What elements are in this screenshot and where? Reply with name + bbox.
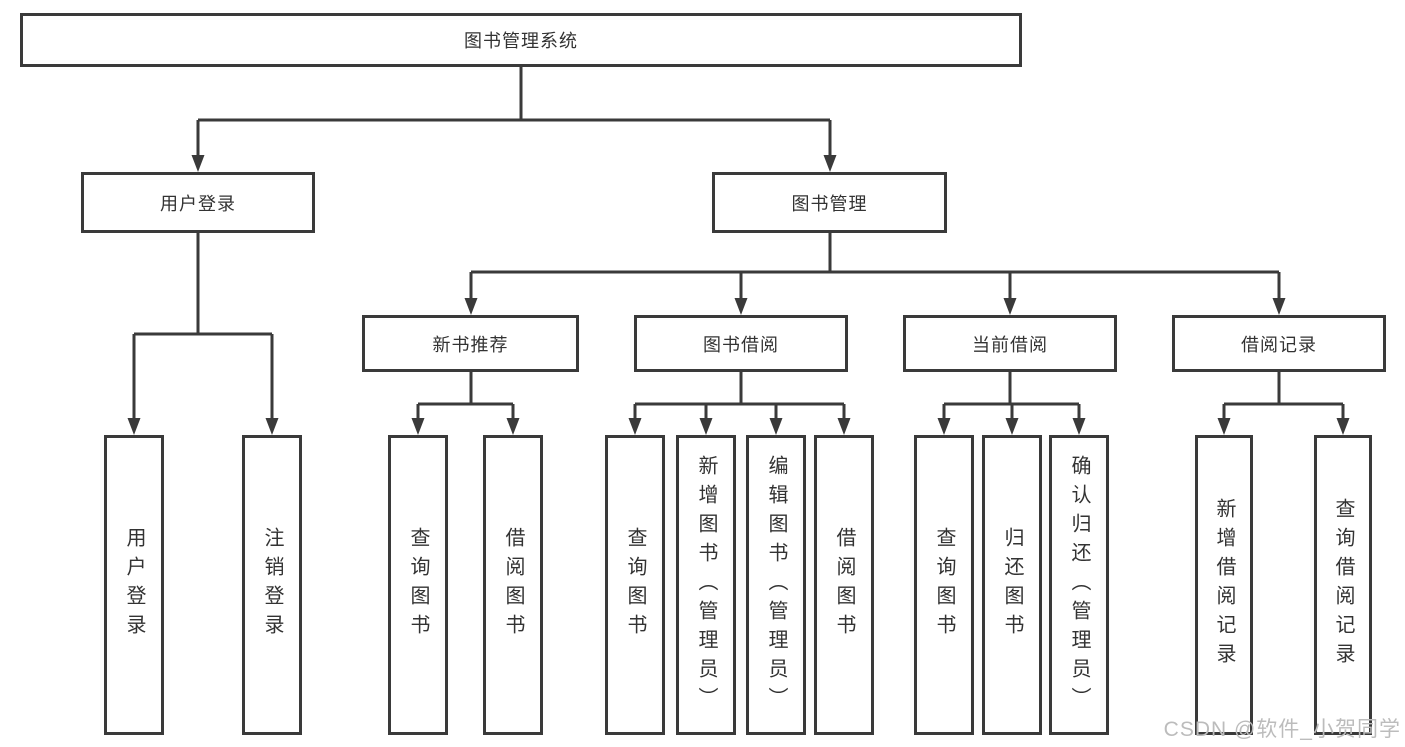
leaf-add-book-admin: 新增图书（管理员）	[676, 435, 736, 735]
node-library-management-system: 图书管理系统	[20, 13, 1022, 67]
node-label: 新书推荐	[432, 334, 509, 355]
node-label: 归还图书	[1001, 527, 1023, 643]
node-label: 查询借阅记录	[1332, 498, 1354, 672]
node-label: 借阅图书	[833, 527, 855, 643]
node-current-borrow: 当前借阅	[903, 315, 1117, 372]
node-book-borrow: 图书借阅	[634, 315, 848, 372]
node-label: 编辑图书（管理员）	[765, 454, 787, 716]
leaf-user-login: 用户登录	[104, 435, 164, 735]
node-new-book-recommend: 新书推荐	[362, 315, 579, 372]
node-label: 用户登录	[123, 527, 145, 643]
node-book-management: 图书管理	[712, 172, 947, 233]
csdn-watermark: CSDN @软件_小贺同学	[1163, 718, 1401, 741]
leaf-borrow-books-recommend: 借阅图书	[483, 435, 543, 735]
node-label: 查询图书	[407, 527, 429, 643]
node-label: 用户登录	[160, 193, 236, 214]
node-label: 新增图书（管理员）	[695, 454, 717, 716]
node-label: 确认归还（管理员）	[1068, 454, 1090, 716]
node-borrow-records: 借阅记录	[1172, 315, 1386, 372]
leaf-return-book: 归还图书	[982, 435, 1042, 735]
node-label: 新增借阅记录	[1213, 498, 1235, 672]
leaf-add-borrow-record: 新增借阅记录	[1195, 435, 1253, 735]
leaf-query-books-current: 查询图书	[914, 435, 974, 735]
node-label: 借阅图书	[502, 527, 524, 643]
leaf-query-borrow-record: 查询借阅记录	[1314, 435, 1372, 735]
node-label: 图书借阅	[703, 334, 779, 355]
leaf-borrow-books: 借阅图书	[814, 435, 874, 735]
node-label: 当前借阅	[972, 334, 1048, 355]
node-label: 查询图书	[624, 527, 646, 643]
node-label: 借阅记录	[1241, 334, 1317, 355]
leaf-edit-book-admin: 编辑图书（管理员）	[746, 435, 806, 735]
node-label: 图书管理	[791, 193, 868, 214]
leaf-query-books-recommend: 查询图书	[388, 435, 448, 735]
node-user-login: 用户登录	[81, 172, 315, 233]
leaf-confirm-return-admin: 确认归还（管理员）	[1049, 435, 1109, 735]
node-label: 注销登录	[261, 527, 283, 643]
leaf-query-books-borrow: 查询图书	[605, 435, 665, 735]
node-label: 查询图书	[933, 527, 955, 643]
leaf-logout: 注销登录	[242, 435, 302, 735]
node-label: 图书管理系统	[464, 31, 578, 51]
